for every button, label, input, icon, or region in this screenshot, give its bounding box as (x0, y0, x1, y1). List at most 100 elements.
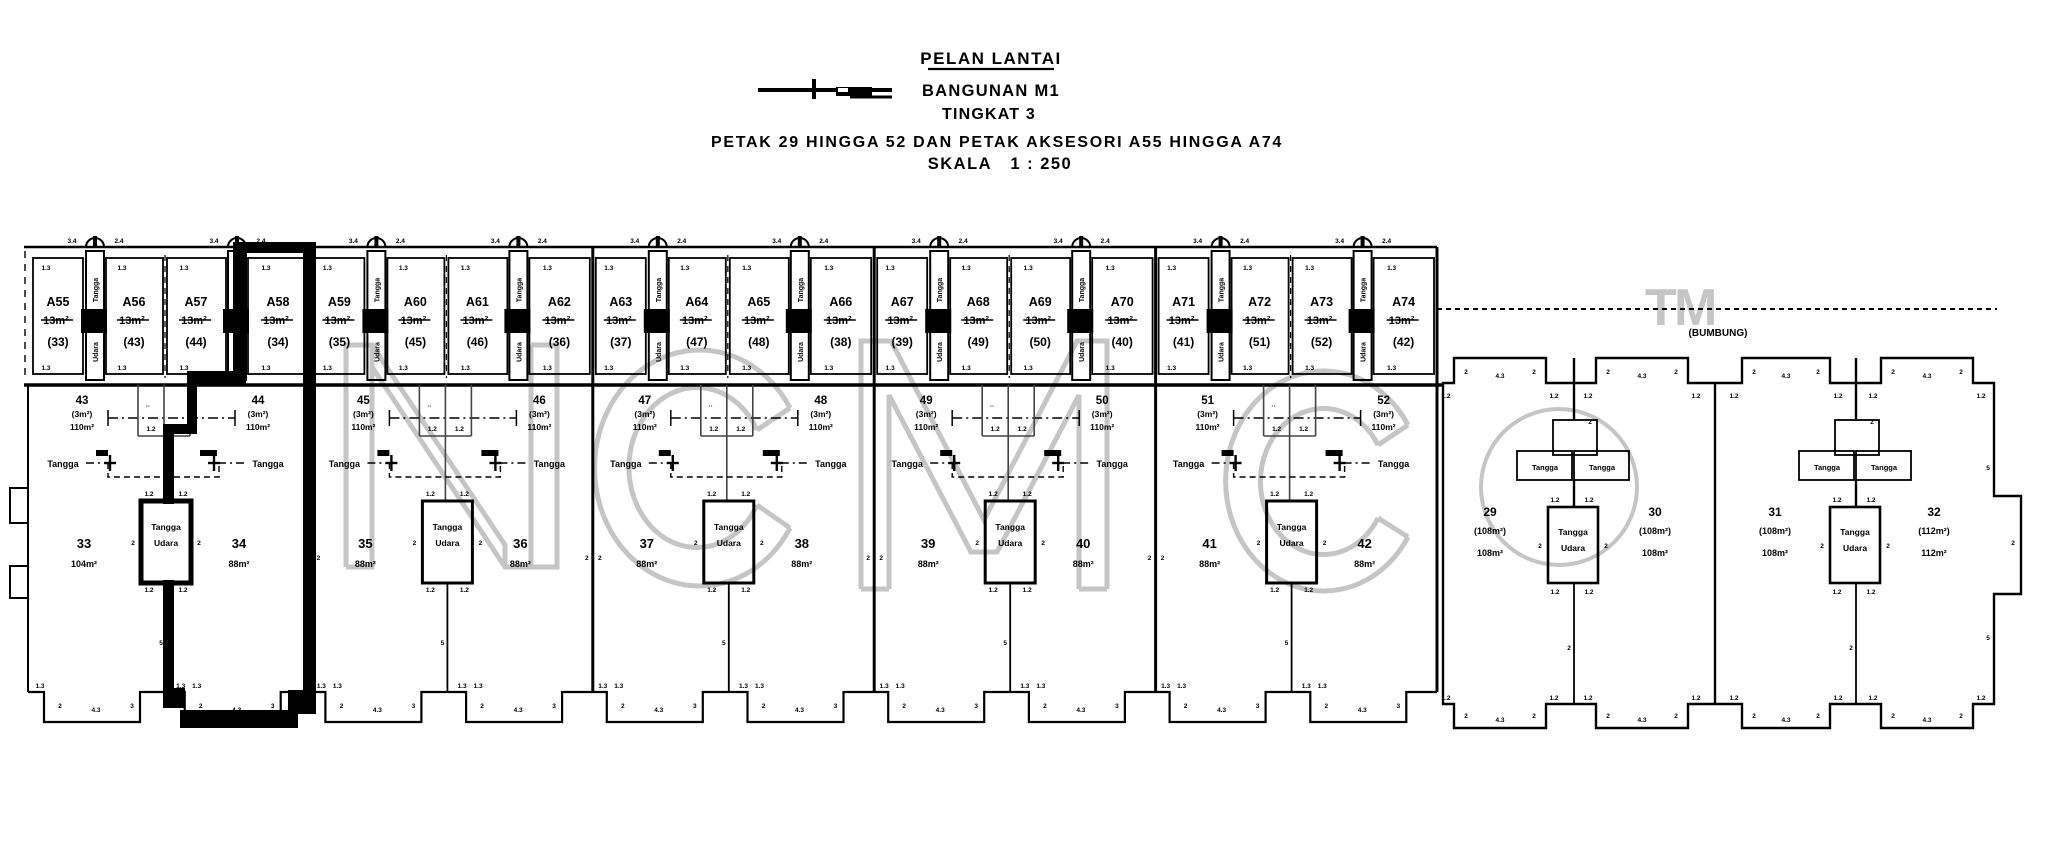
svg-text:1.2: 1.2 (736, 426, 745, 433)
svg-text:110m²: 110m² (351, 422, 375, 432)
svg-text:1.2: 1.2 (1272, 426, 1281, 433)
svg-text:Tangga: Tangga (1277, 522, 1307, 532)
svg-text:2: 2 (1257, 540, 1261, 547)
svg-text:2: 2 (1464, 713, 1468, 720)
svg-text:1.3: 1.3 (323, 265, 332, 272)
svg-text:13m²: 13m² (1389, 315, 1415, 327)
svg-text:110m²: 110m² (1090, 422, 1114, 432)
svg-text:1.2: 1.2 (1299, 426, 1308, 433)
svg-text:(44): (44) (185, 335, 206, 349)
svg-text:88m²: 88m² (228, 559, 249, 569)
svg-text:(51): (51) (1249, 335, 1270, 349)
svg-text:Tangga: Tangga (1097, 459, 1129, 469)
svg-text:13m²: 13m² (263, 315, 289, 327)
svg-text:PETAK 29 HINGGA 52 DAN PETAK A: PETAK 29 HINGGA 52 DAN PETAK AKSESORI A5… (711, 134, 1283, 151)
svg-text:104m²: 104m² (71, 559, 97, 569)
svg-text:2: 2 (58, 703, 62, 710)
svg-text:110m²: 110m² (70, 422, 94, 432)
svg-text:1.2: 1.2 (989, 491, 998, 498)
svg-text:(3m²): (3m²) (1197, 409, 1218, 419)
svg-text:1.3: 1.3 (680, 365, 689, 372)
svg-text:5: 5 (1986, 635, 1990, 642)
svg-text:Tangga: Tangga (374, 278, 381, 302)
svg-text:41: 41 (1202, 536, 1216, 551)
svg-text:A74: A74 (1392, 295, 1415, 309)
svg-text:1.3: 1.3 (962, 365, 971, 372)
svg-text:1.3: 1.3 (1387, 265, 1396, 272)
svg-text:(42): (42) (1393, 335, 1414, 349)
svg-text:4.3: 4.3 (1781, 717, 1790, 724)
svg-text:Udara: Udara (937, 342, 944, 362)
svg-text:A67: A67 (891, 295, 914, 309)
svg-text:2: 2 (1184, 703, 1188, 710)
svg-text:1.3: 1.3 (261, 265, 270, 272)
svg-text:1.3: 1.3 (614, 683, 623, 690)
svg-text:Tangga: Tangga (656, 278, 663, 302)
svg-text:2: 2 (1820, 543, 1824, 550)
svg-text:1.3: 1.3 (1106, 365, 1115, 372)
svg-text:2: 2 (598, 555, 602, 562)
svg-text:Udara: Udara (1079, 342, 1086, 362)
svg-text:110m²: 110m² (1196, 422, 1220, 432)
svg-text:2: 2 (694, 540, 698, 547)
svg-text:1.3: 1.3 (117, 365, 126, 372)
svg-text:4.3: 4.3 (1217, 707, 1226, 714)
svg-text:(108m²): (108m²) (1759, 526, 1791, 536)
svg-text:2: 2 (1538, 543, 1542, 550)
svg-text:A73: A73 (1310, 295, 1333, 309)
svg-text:1.3: 1.3 (1167, 365, 1176, 372)
svg-text:13m²: 13m² (401, 315, 427, 327)
svg-text:110m²: 110m² (914, 422, 938, 432)
svg-text:Tangga: Tangga (714, 522, 744, 532)
svg-text:A63: A63 (609, 295, 632, 309)
svg-text:4.3: 4.3 (936, 707, 945, 714)
svg-text:13m²: 13m² (1245, 315, 1271, 327)
svg-text:1.3: 1.3 (742, 265, 751, 272)
svg-text:(48): (48) (748, 335, 769, 349)
svg-text:Udara: Udara (516, 342, 523, 362)
svg-text:1.3: 1.3 (1243, 265, 1252, 272)
svg-text:Tangga: Tangga (892, 459, 924, 469)
svg-text:2: 2 (340, 703, 344, 710)
svg-text:(3m²): (3m²) (248, 409, 269, 419)
svg-text:(37): (37) (610, 335, 631, 349)
svg-text:2.4: 2.4 (538, 238, 547, 245)
svg-text:4.3: 4.3 (1781, 373, 1790, 380)
svg-text:3: 3 (834, 703, 838, 710)
svg-text:3: 3 (1256, 703, 1260, 710)
svg-text:1.2: 1.2 (989, 587, 998, 594)
svg-text:2.4: 2.4 (256, 238, 265, 245)
svg-text:1.3: 1.3 (896, 683, 905, 690)
svg-text:2: 2 (131, 540, 135, 547)
svg-text:1.3: 1.3 (176, 683, 185, 690)
svg-text:1.3: 1.3 (333, 683, 342, 690)
svg-text:Tangga: Tangga (937, 278, 944, 302)
svg-text:(49): (49) (968, 335, 989, 349)
svg-text:1.3: 1.3 (461, 265, 470, 272)
svg-text:1.2: 1.2 (1584, 497, 1593, 504)
svg-text:1.3: 1.3 (824, 365, 833, 372)
svg-text:88m²: 88m² (355, 559, 376, 569)
svg-text:1.3: 1.3 (824, 265, 833, 272)
svg-text:2: 2 (1161, 555, 1165, 562)
svg-text:13m²: 13m² (545, 315, 571, 327)
svg-text:2: 2 (975, 540, 979, 547)
svg-text:(3m²): (3m²) (529, 409, 550, 419)
svg-text:(45): (45) (405, 335, 426, 349)
svg-text:2.4: 2.4 (1382, 238, 1391, 245)
svg-text:(BUMBUNG): (BUMBUNG) (1689, 328, 1748, 339)
svg-text:3: 3 (130, 703, 134, 710)
svg-text:32: 32 (1927, 505, 1941, 519)
svg-text:Tangga: Tangga (47, 459, 79, 469)
svg-text:(3m²): (3m²) (1373, 409, 1394, 419)
svg-text:2: 2 (866, 555, 870, 562)
svg-text:1.3: 1.3 (399, 265, 408, 272)
svg-text:Tangga: Tangga (534, 459, 566, 469)
svg-text:2: 2 (1849, 645, 1853, 652)
svg-text:13m²: 13m² (963, 315, 989, 327)
svg-text:1.2: 1.2 (741, 491, 750, 498)
svg-text:A55: A55 (47, 295, 70, 309)
svg-text:2: 2 (1816, 713, 1820, 720)
svg-text:1.3: 1.3 (886, 365, 895, 372)
svg-text:1.2: 1.2 (426, 587, 435, 594)
